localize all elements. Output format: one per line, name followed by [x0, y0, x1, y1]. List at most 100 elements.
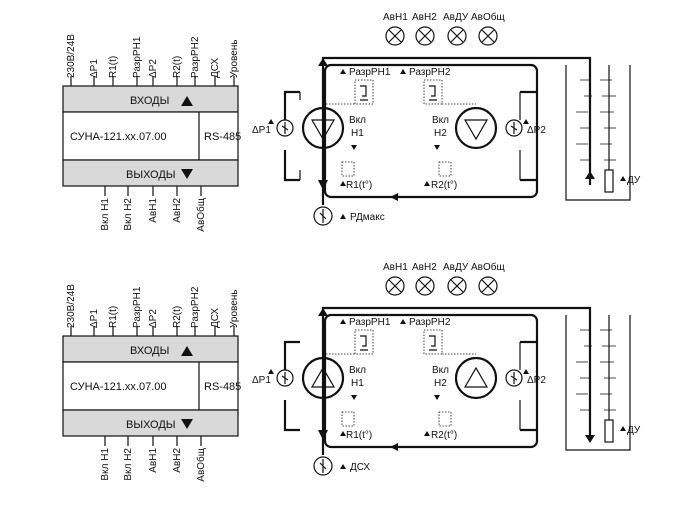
lamp-icon: [415, 26, 435, 46]
output-label: Вкл Н2: [123, 448, 134, 481]
input-label: ДСХ: [210, 58, 221, 78]
outputs-title: ВЫХОДЫ: [126, 419, 176, 431]
vkl2-pump-label: Н2: [434, 378, 447, 389]
rdmax-label: РДмакс: [350, 212, 385, 223]
vkl2-label: Вкл: [432, 115, 449, 126]
controller-body: [62, 111, 239, 161]
alarm-lamps: АвН1 АвН2 АвДУ АвОбщ: [383, 261, 505, 296]
input-label: R2(t): [172, 56, 183, 78]
tank: ДУ: [565, 65, 641, 201]
pressure-switch-icon: [505, 119, 523, 137]
dp1-label: ΔР1: [252, 375, 271, 386]
dp2-label: ΔР2: [527, 125, 546, 136]
du-label: ДУ: [627, 175, 641, 186]
controller-interface: RS-485: [204, 131, 241, 143]
pump-n2: [454, 356, 498, 400]
outputs-arrow-icon: [181, 419, 193, 429]
controller-block: ВХОДЫ СУНА-121.хх.07.00 RS-485 ВЫХОДЫ 23…: [62, 34, 241, 232]
valve-box: [354, 79, 374, 105]
lamp-label: АвДУ: [443, 12, 469, 23]
inputs-title: ВХОДЫ: [130, 345, 169, 357]
lamp-icon: [415, 276, 435, 296]
pump-n1: [301, 356, 345, 400]
lamp-label: АвН1: [383, 262, 408, 273]
dp2-label: ΔР2: [527, 375, 546, 386]
lamp-label: АвН1: [383, 12, 408, 23]
lamp-icon: [447, 276, 467, 296]
vkl1-label: Вкл: [349, 115, 366, 126]
output-label: Вкл Н2: [123, 198, 134, 231]
pressure-switch-icon: [276, 369, 294, 387]
pressure-switch-icon: [313, 206, 333, 226]
input-label: ΔР2: [148, 309, 159, 328]
controller-block: ВХОДЫ СУНА-121.хх.07.00 RS-485 ВЫХОДЫ 23…: [62, 284, 241, 482]
lamp-icon: [385, 26, 405, 46]
input-label: R1(t): [108, 306, 119, 328]
controller-interface: RS-485: [204, 381, 241, 393]
outputs-band: [62, 159, 239, 187]
r1-label: R1(t°): [346, 180, 372, 191]
valve-icon: [360, 335, 368, 351]
outputs-arrow-icon: [181, 169, 193, 179]
valve-icon: [429, 85, 437, 101]
input-label: ДСХ: [210, 308, 221, 328]
diagram-bottom-dsx-control: ВХОДЫ СУНА-121.хх.07.00 RS-485 ВЫХОДЫ 23…: [62, 261, 641, 482]
vkl2-label: Вкл: [432, 365, 449, 376]
input-label: 230В/24В: [66, 284, 77, 328]
r2-label: R2(t°): [431, 430, 457, 441]
dp1-label: ΔР1: [252, 125, 271, 136]
output-label: АвОбщ: [195, 198, 207, 232]
input-label: ΔР2: [148, 59, 159, 78]
output-label: АвОбщ: [195, 448, 207, 482]
tank: ДУ: [565, 315, 641, 451]
output-label: Вкл Н1: [100, 448, 111, 481]
input-label: РазрРН1: [132, 286, 143, 328]
input-label: Уровень: [229, 39, 240, 78]
r1-label: R1(t°): [346, 430, 372, 441]
lamp-label: АвДУ: [443, 262, 469, 273]
lamp-icon: [478, 26, 498, 46]
input-label: РазрРН2: [190, 286, 201, 328]
vkl1-pump-label: Н1: [351, 128, 364, 139]
input-label: R2(t): [172, 306, 183, 328]
inputs-band: [62, 85, 239, 113]
controller-model: СУНА-121.хх.07.00: [70, 131, 167, 143]
razr2-label: РазрРН2: [409, 317, 451, 328]
pump-n1: [301, 106, 345, 150]
vkl1-pump-label: Н1: [351, 378, 364, 389]
inputs-title: ВХОДЫ: [130, 95, 169, 107]
input-label: РазрРН1: [132, 36, 143, 78]
lamp-label: АвОбщ: [471, 261, 505, 273]
controller-model: СУНА-121.хх.07.00: [70, 381, 167, 393]
vkl1-label: Вкл: [349, 365, 366, 376]
piping: [283, 56, 592, 205]
valve-box: [423, 79, 443, 105]
input-label: ΔР1: [89, 309, 100, 328]
lamp-label: АвОбщ: [471, 11, 505, 23]
lamp-icon: [447, 26, 467, 46]
output-label: АвН1: [148, 448, 159, 473]
output-label: Вкл Н1: [100, 198, 111, 231]
du-label: ДУ: [627, 425, 641, 436]
razr1-label: РазрРН1: [349, 317, 391, 328]
input-label: R1(t): [108, 56, 119, 78]
output-label: АвН2: [172, 448, 183, 473]
valve-icon: [429, 335, 437, 351]
valve-icon: [360, 85, 368, 101]
input-label: 230В/24В: [66, 34, 77, 78]
r2-label: R2(t°): [431, 180, 457, 191]
lamp-icon: [385, 276, 405, 296]
lamp-icon: [478, 276, 498, 296]
input-label: РазрРН2: [190, 36, 201, 78]
pump-n2: [454, 106, 498, 150]
razr2-label: РазрРН2: [409, 67, 451, 78]
inputs-arrow-icon: [181, 96, 193, 106]
piping: [283, 306, 592, 455]
pressure-switch-icon: [276, 119, 294, 137]
alarm-lamps: АвН1 АвН2 АвДУ АвОбщ: [383, 11, 505, 46]
vkl2-pump-label: Н2: [434, 128, 447, 139]
razr1-label: РазрРН1: [349, 67, 391, 78]
lamp-label: АвН2: [412, 12, 437, 23]
diagram-top-pressure-control: ВХОДЫ СУНА-121.хх.07.00 RS-485 ВЫХОДЫ 23…: [62, 11, 641, 232]
